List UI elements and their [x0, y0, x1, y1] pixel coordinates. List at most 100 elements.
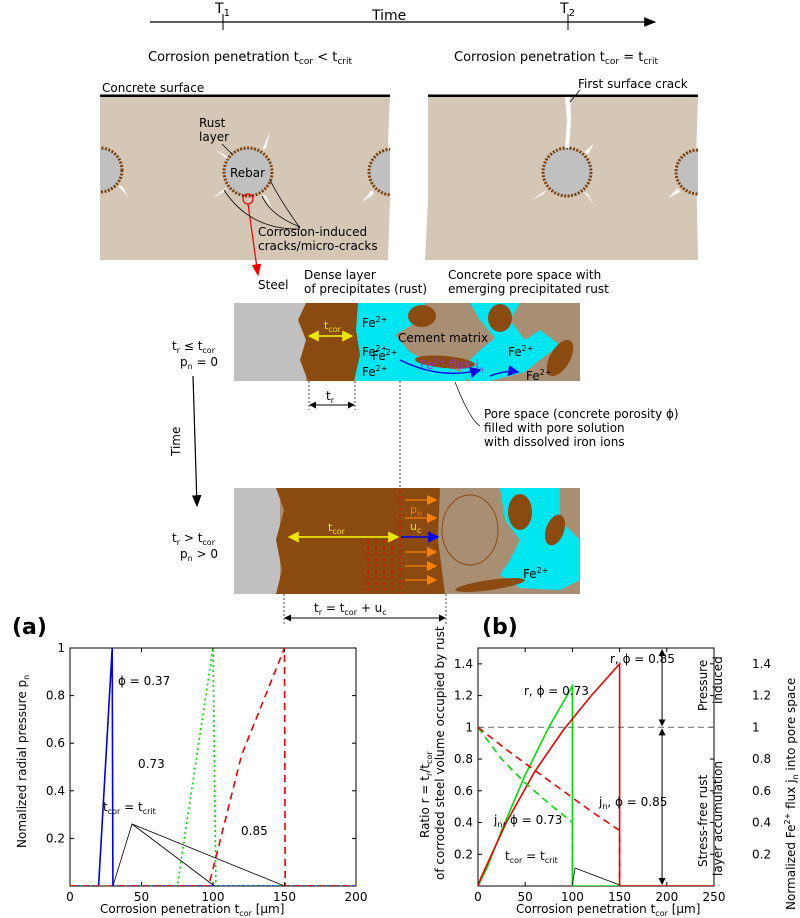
- tcrit-pointer: [131, 823, 215, 887]
- fe-label-7: Fe2+: [523, 566, 548, 581]
- phi-037-label: ϕ = 0.37: [118, 674, 170, 688]
- y-tick-label: 0.2: [454, 847, 473, 861]
- rebar-label: Rebar: [230, 166, 265, 180]
- fe-label-1: Fe2+: [362, 315, 387, 330]
- y-tick-label-right: 0.2: [752, 847, 771, 861]
- pressure-label-1: Pressure: [696, 660, 710, 711]
- xlabel-a: Corrosion penetration tcor [μm]: [100, 902, 284, 918]
- y-tick-label: 1.2: [454, 689, 473, 703]
- y-tick-label: 0.6: [46, 736, 65, 750]
- panel-a-label: (a): [12, 615, 47, 640]
- pore-label-2: emerging precipitated rust: [448, 282, 609, 296]
- y-tick-label: 0.4: [454, 816, 473, 830]
- pressure-label-2: induced: [711, 656, 725, 704]
- y-tick-label-right: 0.6: [752, 784, 771, 798]
- y-tick-label-right: 1: [752, 720, 760, 734]
- x-tick-label: 100: [561, 890, 584, 904]
- y-tick-label-right: 0.8: [752, 752, 771, 766]
- x-tick-label: 0: [474, 890, 482, 904]
- uc-label: uc: [410, 520, 421, 535]
- y-tick-label: 0.8: [454, 752, 473, 766]
- x-tick-label: 150: [273, 890, 296, 904]
- fe-label-3: Fe2+: [362, 364, 387, 379]
- zoom-arrow: [247, 203, 262, 277]
- concrete-surface-label: Concrete surface: [102, 81, 204, 95]
- first-crack-label: First surface crack: [578, 77, 688, 91]
- r073-label: r, ϕ = 0.73: [524, 684, 589, 698]
- ylabel-a: Nomalized radial pressure pn: [15, 675, 31, 848]
- tcrit-pointer: [574, 867, 620, 886]
- tcrit-label-b: tcor = tcrit: [505, 849, 558, 865]
- cement-label: Cement matrix: [398, 331, 488, 345]
- dense-label-1: Dense layer: [304, 268, 376, 282]
- fe-label-4: Fe2+: [372, 348, 397, 363]
- y-tick-label-right: 1.4: [752, 657, 771, 671]
- series-line-0: [70, 648, 356, 886]
- ylabel-b-right: Normalized Fe2+ flux jn into pore space: [783, 678, 800, 910]
- tcor-label-2: tcor: [328, 521, 346, 536]
- stress-label-1: Stress-free rust: [696, 775, 710, 867]
- tr-dimension-1: tr: [308, 381, 356, 410]
- cond1-b: pn = 0: [180, 355, 218, 371]
- jn073-label: jn, ϕ = 0.73: [493, 813, 562, 829]
- fe-label-5: Fe2+: [508, 344, 533, 359]
- pn-label: pn: [410, 503, 422, 518]
- micro-panel-1: tcor Fe2+ Fe2+ Fe2+ Fe2+ Cement matrix F…: [234, 303, 580, 383]
- pore-desc-2: filled with pore solution: [484, 421, 625, 435]
- concrete-section-left: Concrete surface Rebar Rust layer Corros…: [100, 81, 390, 260]
- right-caption: Corrosion penetration tcor = tcrit: [454, 50, 658, 67]
- series-line-1: [478, 661, 714, 886]
- tcrit-pointer: [572, 867, 576, 886]
- jn085-label: jn, ϕ = 0.85: [598, 795, 667, 811]
- tr-label-1: tr: [326, 389, 335, 405]
- dense-label-2: of precipitates (rust): [304, 282, 427, 296]
- micro-panel-2: tcor uc pn Fe2+: [234, 488, 580, 594]
- rebar-left: [222, 146, 274, 198]
- x-tick-label: 0: [66, 890, 74, 904]
- cond2-a: tr > tcor: [172, 531, 216, 547]
- y-tick-label-right: 1.2: [752, 689, 771, 703]
- rust-label-2: layer: [199, 130, 229, 144]
- ylabel-b-1: Ratio r = tr/tcor: [418, 751, 434, 838]
- conditions: tr ≤ tcor pn = 0 Time tr > tcor pn > 0: [169, 339, 218, 563]
- fe-label-2: Fe2+: [362, 344, 387, 359]
- cond2-b: pn > 0: [180, 547, 218, 563]
- x-tick-label: 200: [345, 890, 368, 904]
- fe-label-6: Fe2+: [526, 368, 551, 383]
- tr-eq-label: tr = tcor + uc: [314, 601, 387, 617]
- cracks-label-1: Corrosion-induced: [258, 225, 367, 239]
- rust-label-1: Rust: [199, 116, 226, 130]
- y-tick-label: 0.4: [46, 784, 65, 798]
- pore-label-1: Concrete pore space with: [448, 268, 601, 282]
- t1-label: T1: [214, 1, 230, 19]
- x-tick-label: 50: [134, 890, 149, 904]
- pore-desc-3: with dissolved iron ions: [484, 435, 625, 449]
- x-tick-label: 100: [202, 890, 225, 904]
- plot-frame-b: [477, 647, 715, 887]
- y-tick-label: 1.4: [454, 657, 473, 671]
- time-vertical: Time: [169, 427, 183, 457]
- series-line-2: [478, 726, 574, 886]
- tcrit-pointer: [112, 823, 133, 887]
- steel-label: Steel: [258, 278, 288, 292]
- time-label: Time: [371, 8, 406, 24]
- pore-description: Pore space (concrete porosity ϕ) filled …: [399, 381, 679, 488]
- left-caption: Corrosion penetration tcor < tcrit: [148, 50, 352, 67]
- series-line-0: [478, 683, 714, 886]
- y-tick-label: 0.8: [46, 689, 65, 703]
- timeline: T1 T2 Time: [150, 1, 657, 30]
- x-tick-label: 200: [655, 890, 678, 904]
- y-tick-label: 1: [465, 720, 473, 734]
- phi-085-label: 0.85: [241, 824, 268, 838]
- pore-desc-1: Pore space (concrete porosity ϕ): [484, 407, 679, 421]
- y-tick-label: 0.2: [46, 831, 65, 845]
- panel-b-label: (b): [482, 615, 518, 640]
- chart-a: (a) 0 50 100 150 200 0.2 0.4 0.6 0.8 1 ϕ = 0.37 0…: [12, 615, 367, 918]
- stress-label-2: layer accumulation: [711, 761, 725, 876]
- y-tick-label: 1: [57, 641, 65, 655]
- concrete-section-right: First surface crack: [425, 77, 698, 260]
- ylabel-b-2: of corroded steel volume occupied by rus…: [433, 626, 447, 880]
- y-tick-label: 0.6: [454, 784, 473, 798]
